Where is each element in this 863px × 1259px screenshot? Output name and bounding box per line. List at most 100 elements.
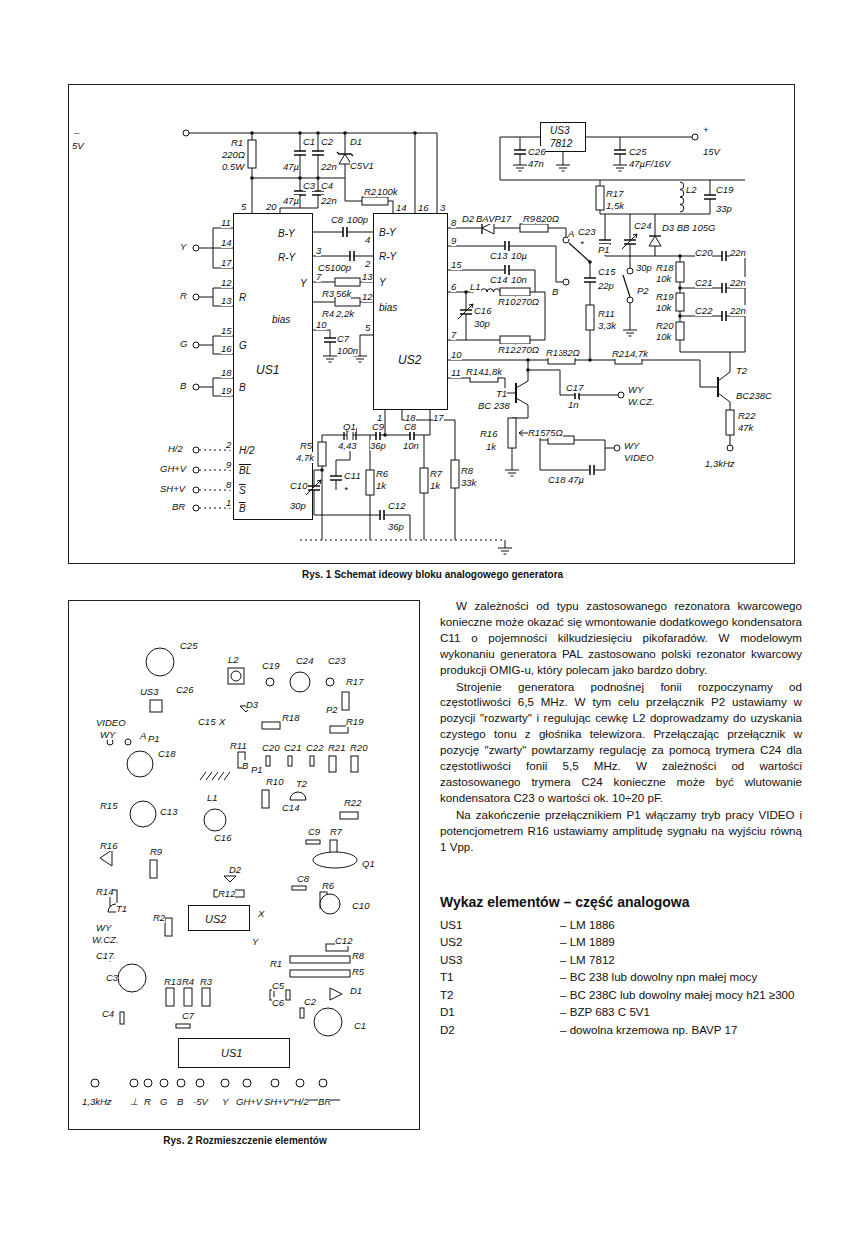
ic-package: US2B-YR-YYbias [373, 213, 448, 410]
parts-list-cell: – BC 238C lub dowolny małej mocy h21 ≥30… [560, 986, 802, 1004]
electrolytic-capacitor [314, 1008, 342, 1036]
ic-package: US37812 [540, 122, 586, 152]
wire [318, 133, 319, 208]
component-label: 47µ [568, 474, 584, 485]
component-label: X [219, 716, 225, 727]
component-label: WY [624, 440, 639, 451]
wire [322, 466, 323, 540]
component-label: – [74, 127, 79, 138]
wire [199, 248, 213, 249]
component-label: Q1 [362, 858, 375, 869]
wire [322, 410, 430, 435]
ground-symbol [613, 165, 627, 171]
component-label: 3 [440, 202, 445, 213]
component-label: C9 [372, 421, 384, 432]
wire [415, 133, 416, 213]
component-label: 1n [568, 399, 579, 410]
component-label: B [180, 380, 186, 391]
component-label: R13 [546, 347, 563, 358]
capacitor-symbol [614, 150, 626, 154]
component-label: 12 [221, 277, 232, 288]
component-label: C13 [490, 250, 507, 261]
component-label: R22 [738, 410, 755, 421]
wire [590, 330, 591, 360]
wire [300, 133, 301, 208]
wire [710, 180, 711, 195]
component-label: C4 [102, 1008, 114, 1019]
parts-list-cell: – BZP 683 C 5V1 [560, 1003, 802, 1021]
wire [620, 137, 621, 150]
component-label: C7 [337, 333, 349, 344]
resistor-body [262, 722, 280, 729]
ground-symbol [556, 165, 570, 171]
component-label: 820Ω [536, 213, 559, 224]
component-label: D1 [350, 136, 362, 147]
component-label: 17 [433, 412, 444, 423]
resistor-body [262, 790, 269, 808]
resistor-symbol [676, 262, 684, 282]
capacitor-body [286, 990, 290, 1000]
component-label: 10 [316, 319, 327, 330]
component-label: 8 [451, 217, 456, 228]
component-label: 22n [730, 305, 746, 316]
component-label: 1k [486, 441, 496, 452]
capacitor-gap [598, 241, 612, 244]
wire [494, 228, 520, 229]
resistor-symbol [586, 305, 594, 330]
resistor-symbol [500, 336, 530, 344]
body-paragraph: W zależności od typu zastosowanego rezon… [440, 598, 802, 678]
component-label: R9 [523, 213, 535, 224]
component-label: 22n [321, 161, 337, 172]
wire [360, 335, 373, 356]
component-label: 22n [730, 277, 746, 288]
component-label: L1 [207, 792, 218, 803]
component-label: 13 [362, 271, 373, 282]
component-label: C15 [598, 266, 615, 277]
wire [563, 152, 564, 165]
component-label: C6 [272, 997, 284, 1008]
capacitor-symbol [590, 465, 594, 475]
wire [630, 256, 631, 268]
resistor-body [329, 756, 336, 772]
wire [213, 288, 214, 306]
component-label: 0.5W [222, 161, 244, 172]
component-label: D2 [462, 213, 474, 224]
coil-core [231, 671, 241, 681]
pin-name: US2 [398, 354, 421, 367]
capacitor-symbol [350, 251, 354, 261]
capacitor-gap [293, 152, 307, 155]
diode-body [330, 988, 342, 1000]
component-label: 10n [511, 274, 527, 285]
resistor-body [340, 812, 358, 819]
capacitor-pad [326, 678, 334, 686]
capacitor-body [288, 756, 292, 766]
component-label: R [180, 290, 187, 301]
component-label: 1k [376, 480, 386, 491]
component-label: 100k [377, 186, 398, 197]
wire [448, 360, 548, 361]
capacitor-gap [513, 151, 527, 154]
component-label: R2 [364, 186, 376, 197]
component-label: 7 [451, 329, 456, 340]
ic-package: US1B-YR-YYRGBbiasH/2BLSB [233, 213, 313, 520]
component-label: R1 [231, 137, 243, 148]
component-label: W.CZ. [628, 396, 655, 407]
resistor-symbol [248, 140, 256, 168]
component-label: R22 [344, 797, 361, 808]
wire [314, 515, 380, 516]
component-label: 100p [330, 262, 351, 273]
wire [642, 360, 718, 387]
pin-name: BL [239, 465, 251, 476]
wire [300, 540, 505, 541]
component-label: R [144, 1096, 151, 1107]
component-label: 100n [337, 345, 358, 356]
wire [314, 490, 315, 515]
component-label: 9 [451, 235, 456, 246]
pin-name: 7812 [550, 138, 572, 149]
junction-dot [298, 176, 302, 180]
component-label: C12 [388, 500, 405, 511]
component-label: 1,3kHz [705, 458, 735, 469]
parts-list-cell: T2 [440, 986, 560, 1004]
